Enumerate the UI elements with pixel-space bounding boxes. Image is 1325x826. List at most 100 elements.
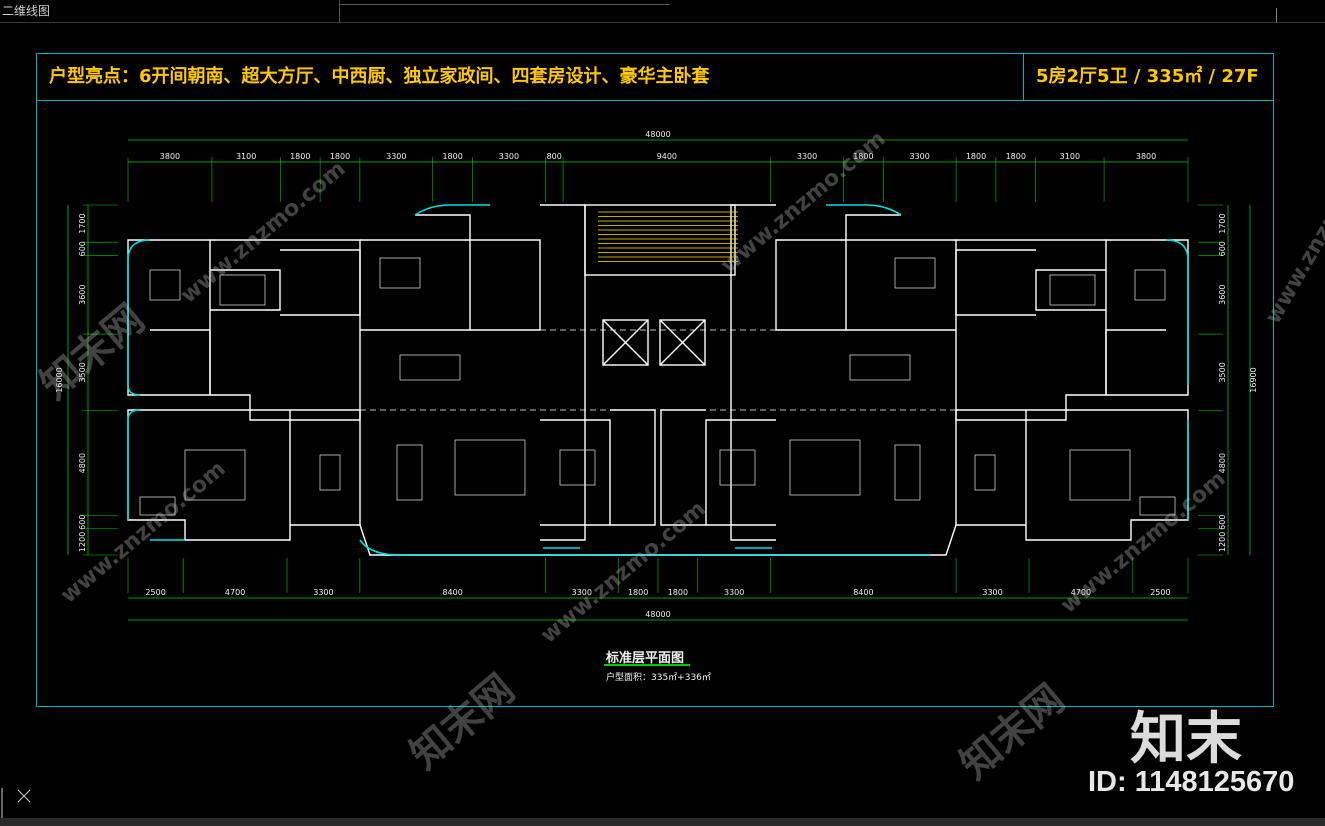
wall-segment bbox=[955, 249, 1036, 316]
wall-segment bbox=[955, 409, 1026, 526]
dim-left: 1700 bbox=[78, 213, 87, 233]
window-segment bbox=[127, 260, 141, 396]
furniture-item bbox=[379, 257, 421, 289]
furniture-item bbox=[1134, 269, 1166, 301]
wall-segment bbox=[845, 214, 901, 240]
dim-top: 3800 bbox=[160, 152, 180, 161]
dim-left: 3500 bbox=[78, 362, 87, 382]
window-segment bbox=[127, 239, 151, 261]
elevator-x bbox=[659, 319, 706, 366]
dim-bottom: 8400 bbox=[853, 588, 873, 597]
wall-segment bbox=[470, 239, 541, 331]
dim-bottom: 3300 bbox=[572, 588, 592, 597]
wall-segment bbox=[1035, 269, 1106, 311]
dim-top: 1800 bbox=[330, 152, 350, 161]
tab-divider bbox=[340, 0, 670, 5]
dim-right: 3600 bbox=[1218, 285, 1227, 305]
highlights-text: 户型亮点：6开间朝南、超大方厅、中西厨、独立家政间、四套房设计、豪华主卧套 bbox=[49, 66, 710, 87]
wall-segment bbox=[210, 239, 361, 421]
elevator-right bbox=[659, 319, 706, 366]
dim-right: 600 bbox=[1218, 241, 1227, 256]
wall-segment bbox=[775, 239, 846, 331]
stair-core bbox=[584, 204, 736, 276]
wall-segment bbox=[730, 204, 776, 541]
drawing-tab[interactable]: 二维线图 bbox=[0, 0, 340, 22]
dim-bottom: 8400 bbox=[442, 588, 462, 597]
furniture bbox=[139, 257, 1176, 516]
dim-bottom: 3300 bbox=[982, 588, 1002, 597]
dim-total-right: 16900 bbox=[1249, 367, 1258, 392]
elevator-x bbox=[602, 319, 649, 366]
dim-bottom: 4700 bbox=[225, 588, 245, 597]
elevator-left bbox=[602, 319, 649, 366]
furniture-item bbox=[396, 444, 423, 501]
window-segment bbox=[127, 409, 141, 421]
wall-lines bbox=[127, 204, 1189, 556]
dim-total-left: 16000 bbox=[55, 367, 64, 392]
watermark-id: ID: 1148125670 bbox=[1088, 766, 1295, 798]
window-lines bbox=[127, 204, 1189, 556]
wall-segment bbox=[290, 409, 361, 526]
dim-top: 1800 bbox=[290, 152, 310, 161]
dim-bottom: 2500 bbox=[145, 588, 165, 597]
dim-total-top: 48000 bbox=[645, 130, 670, 139]
dim-top: 1800 bbox=[1006, 152, 1026, 161]
wall-segment bbox=[540, 419, 611, 526]
header-divider bbox=[1023, 53, 1024, 101]
dim-top: 1800 bbox=[442, 152, 462, 161]
dim-bottom: 1800 bbox=[628, 588, 648, 597]
dim-top: 3300 bbox=[797, 152, 817, 161]
ucs-cursor-icon bbox=[1, 788, 34, 821]
dim-top: 3100 bbox=[1060, 152, 1080, 161]
dim-right: 1700 bbox=[1218, 213, 1227, 233]
window-segment bbox=[826, 204, 902, 216]
plan-title-underline bbox=[604, 664, 690, 666]
frame-tick bbox=[1276, 8, 1277, 22]
furniture-item bbox=[454, 439, 526, 496]
dim-bottom: 4700 bbox=[1071, 588, 1091, 597]
dim-top: 3300 bbox=[910, 152, 930, 161]
wall-segment bbox=[360, 239, 471, 331]
status-bar bbox=[0, 818, 1325, 826]
wall-segment bbox=[150, 329, 211, 395]
dim-bottom: 3300 bbox=[724, 588, 744, 597]
dim-top: 800 bbox=[547, 152, 562, 161]
dim-total-bottom: 48000 bbox=[645, 610, 670, 619]
dim-right: 1200 bbox=[1218, 532, 1227, 552]
dim-right: 600 bbox=[1218, 515, 1227, 530]
wall-segment bbox=[415, 214, 471, 240]
furniture-item bbox=[719, 449, 756, 486]
dim-top: 3800 bbox=[1136, 152, 1156, 161]
furniture-item bbox=[139, 496, 176, 516]
drawing-tab-bar: 二维线图 bbox=[0, 0, 1325, 23]
dim-top: 3100 bbox=[236, 152, 256, 161]
watermark-brand: 知末 bbox=[1130, 707, 1242, 772]
dim-top: 3300 bbox=[499, 152, 519, 161]
dim-top: 3300 bbox=[386, 152, 406, 161]
header-band bbox=[36, 53, 1274, 101]
wall-segment bbox=[1105, 239, 1189, 396]
wall-segment bbox=[845, 239, 956, 331]
furniture-item bbox=[399, 354, 461, 381]
window-segment bbox=[359, 539, 930, 556]
dim-left: 600 bbox=[78, 515, 87, 530]
wall-segment bbox=[210, 269, 281, 311]
spec-text: 5房2厅5卫 / 335㎡ / 27F bbox=[1036, 66, 1259, 87]
dim-left: 1200 bbox=[78, 532, 87, 552]
furniture-item bbox=[1049, 274, 1096, 306]
wall-segment bbox=[280, 249, 361, 316]
furniture-item bbox=[849, 354, 911, 381]
dim-left: 3600 bbox=[78, 285, 87, 305]
dim-bottom: 3300 bbox=[313, 588, 333, 597]
furniture-item bbox=[559, 449, 596, 486]
wall-segment bbox=[705, 419, 776, 526]
dim-right: 4800 bbox=[1218, 453, 1227, 473]
furniture-item bbox=[894, 444, 921, 501]
plan-title: 标准层平面图 bbox=[606, 651, 685, 666]
dim-left: 4800 bbox=[78, 453, 87, 473]
furniture-item bbox=[894, 257, 936, 289]
wall-segment bbox=[955, 239, 1106, 421]
furniture-item bbox=[974, 454, 996, 491]
